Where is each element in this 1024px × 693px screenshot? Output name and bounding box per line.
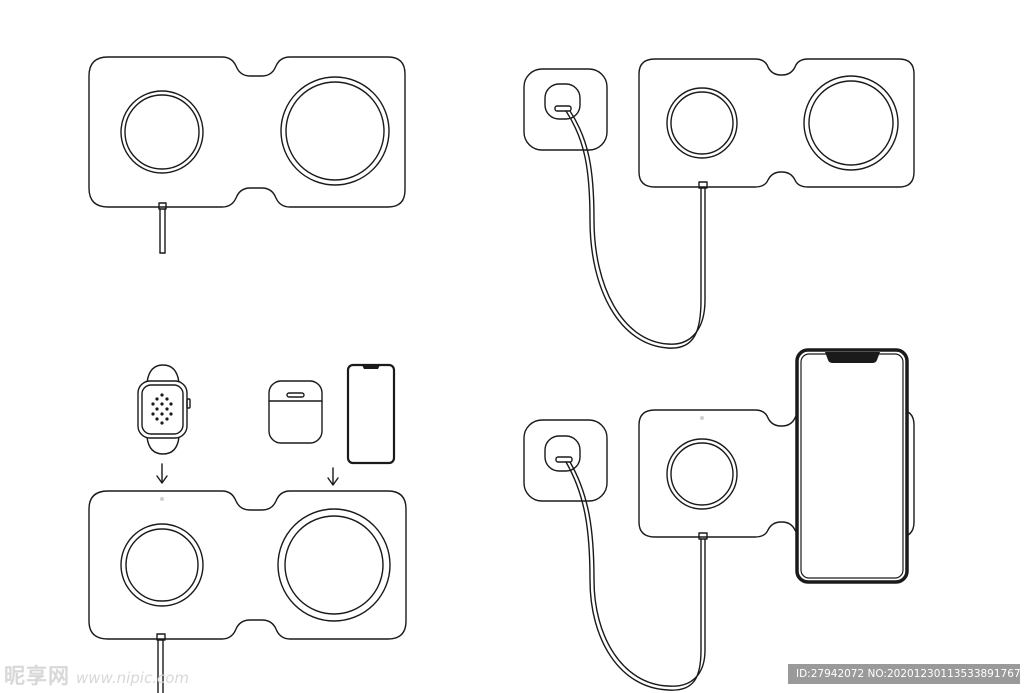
down-arrow-icon [156, 463, 168, 484]
watermark-site-name: 昵享网 [4, 664, 70, 688]
activity-dots [151, 393, 173, 425]
charging-pad [638, 58, 915, 188]
cable [565, 110, 708, 349]
earbuds-case-icon [268, 380, 323, 444]
watermark-site-url: www.nipic.com [76, 669, 190, 687]
power-adapter-icon [523, 68, 608, 151]
panel-phone-charging [523, 348, 915, 691]
watermark-logo: 昵享网 www.nipic.com [4, 660, 189, 690]
power-adapter-icon [523, 419, 608, 502]
cable [565, 461, 708, 691]
charging-pad [88, 56, 406, 208]
cable-stub [156, 633, 166, 693]
panel-pad-alone [88, 56, 406, 254]
watch-icon [137, 364, 191, 455]
panel-devices-placement [88, 363, 407, 693]
cable-stub [158, 202, 167, 254]
phone-icon [795, 348, 909, 584]
phone-icon [346, 363, 396, 465]
charging-pad [88, 490, 407, 640]
down-arrow-icon [327, 467, 339, 486]
watermark-id-bar: ID:27942072 NO:20201230113533891767 [788, 664, 1020, 684]
panel-pad-plugged-in [523, 58, 915, 349]
